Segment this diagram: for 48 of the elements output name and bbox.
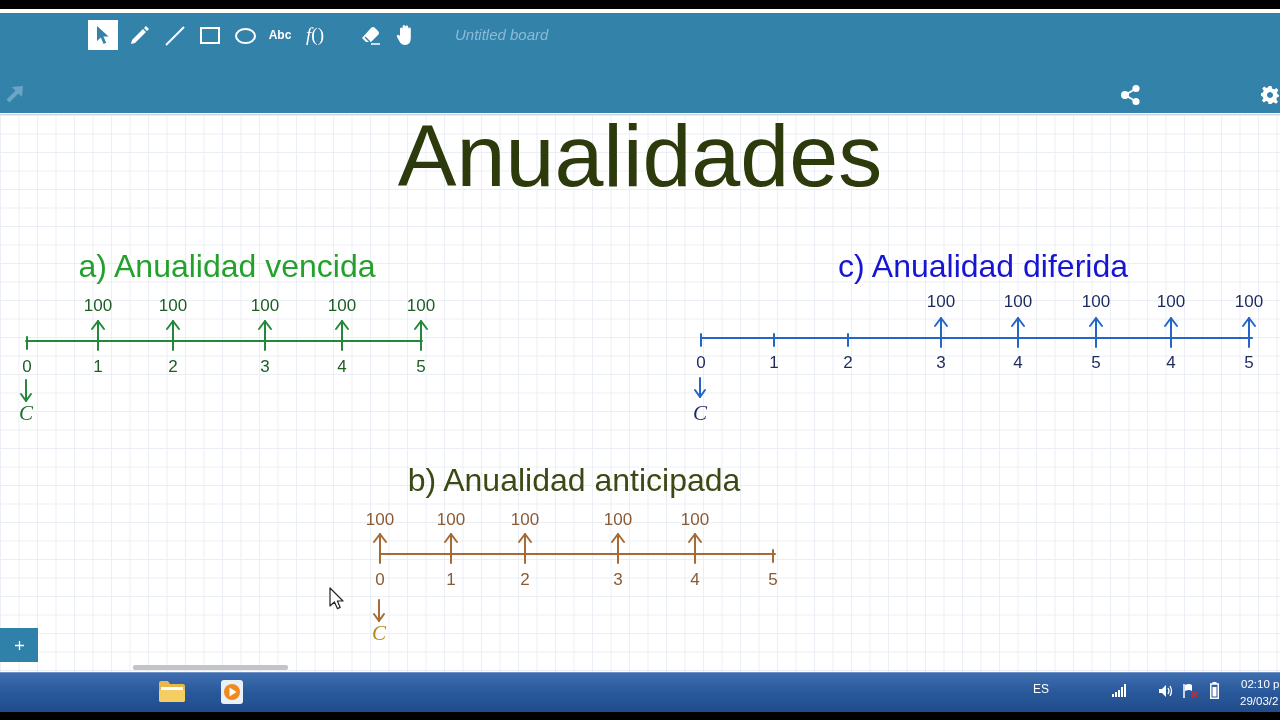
amount-label: 100 bbox=[158, 296, 188, 316]
amount-label: 100 bbox=[327, 296, 357, 316]
amount-label: 100 bbox=[365, 510, 395, 530]
period-number: 4 bbox=[337, 357, 347, 377]
amount-label: 100 bbox=[603, 510, 633, 530]
period-number: 2 bbox=[168, 357, 178, 377]
period-number: 0 bbox=[22, 357, 32, 377]
amount-label: 100 bbox=[1156, 292, 1186, 312]
variable-label: C bbox=[19, 400, 33, 426]
period-number: 2 bbox=[520, 570, 530, 590]
amount-label: 100 bbox=[510, 510, 540, 530]
period-number: 3 bbox=[260, 357, 270, 377]
formula-tool-button: f() bbox=[306, 24, 324, 46]
period-number: 5 bbox=[416, 357, 426, 377]
period-number: 1 bbox=[769, 353, 779, 373]
variable-label: C bbox=[693, 400, 707, 426]
period-number: 3 bbox=[613, 570, 623, 590]
section-heading: b) Anualidad anticipada bbox=[407, 461, 741, 499]
period-number: 5 bbox=[768, 570, 778, 590]
section-heading: a) Anualidad vencida bbox=[78, 247, 376, 285]
language-indicator: ES bbox=[1033, 683, 1049, 697]
amount-label: 100 bbox=[436, 510, 466, 530]
period-number: 1 bbox=[446, 570, 456, 590]
period-number: 0 bbox=[375, 570, 385, 590]
period-number: 4 bbox=[1013, 353, 1023, 373]
text-tool-button: Abc bbox=[268, 29, 292, 43]
period-number: 3 bbox=[936, 353, 946, 373]
period-number: 5 bbox=[1091, 353, 1101, 373]
period-number: 0 bbox=[696, 353, 706, 373]
board-name: Untitled board bbox=[455, 26, 549, 44]
section-heading: c) Anualidad diferida bbox=[838, 247, 1128, 285]
period-number: 4 bbox=[1166, 353, 1176, 373]
period-number: 2 bbox=[843, 353, 853, 373]
clock-time: 02:10 p bbox=[1241, 677, 1280, 691]
period-number: 5 bbox=[1244, 353, 1254, 373]
page-title: Anualidades bbox=[397, 112, 883, 200]
amount-label: 100 bbox=[406, 296, 436, 316]
amount-label: 100 bbox=[83, 296, 113, 316]
amount-label: 100 bbox=[680, 510, 710, 530]
period-number: 4 bbox=[690, 570, 700, 590]
amount-label: 100 bbox=[250, 296, 280, 316]
amount-label: 100 bbox=[1234, 292, 1264, 312]
amount-label: 100 bbox=[926, 292, 956, 312]
amount-label: 100 bbox=[1003, 292, 1033, 312]
clock-date: 29/03/2 bbox=[1240, 694, 1279, 708]
amount-label: 100 bbox=[1081, 292, 1111, 312]
variable-label: C bbox=[372, 620, 386, 646]
period-number: 1 bbox=[93, 357, 103, 377]
